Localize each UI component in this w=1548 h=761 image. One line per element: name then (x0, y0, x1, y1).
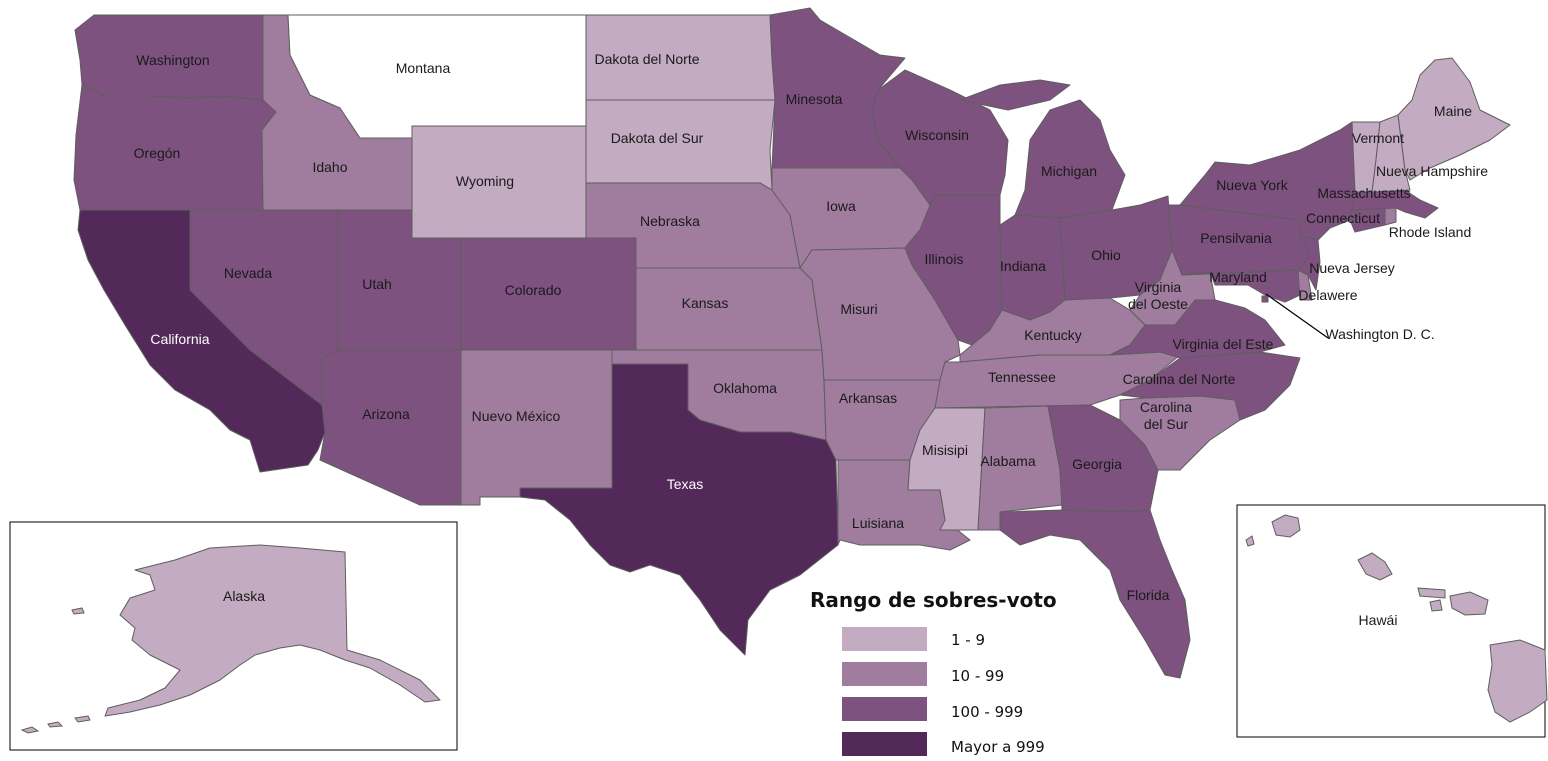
state-label-minnesota: Minesota (786, 91, 843, 107)
state-label-maryland: Maryland (1209, 269, 1267, 285)
state-label-line: del Sur (1144, 416, 1189, 432)
legend-label-3: 100 - 999 (951, 703, 1023, 721)
state-georgia[interactable] (1047, 404, 1159, 513)
alaska-island (74, 715, 91, 723)
hawaii-island-molokai (1417, 587, 1446, 599)
state-arizona[interactable] (319, 349, 462, 506)
state-label-north-carolina: Carolina del Norte (1123, 371, 1236, 387)
state-label-south-dakota: Dakota del Sur (611, 130, 704, 146)
state-label-montana: Montana (396, 60, 451, 76)
state-label-oregon: Oregón (134, 145, 181, 161)
state-label-north-dakota: Dakota del Norte (594, 51, 699, 67)
dc-leader-line (1265, 293, 1329, 339)
state-label-nevada: Nevada (224, 265, 272, 281)
legend-swatch-4 (842, 732, 927, 756)
state-label-nebraska: Nebraska (640, 213, 700, 229)
hawaii-island-maui (1449, 591, 1489, 616)
state-label-new-york: Nueva York (1216, 177, 1289, 193)
state-kansas[interactable] (635, 267, 823, 351)
state-label-louisiana: Luisiana (852, 515, 904, 531)
state-texas[interactable] (519, 363, 839, 656)
state-dc[interactable] (1261, 295, 1269, 303)
state-label-maine: Maine (1434, 103, 1472, 119)
state-florida[interactable] (999, 509, 1191, 679)
state-alaska[interactable] (104, 544, 441, 717)
state-label-kentucky: Kentucky (1024, 327, 1082, 343)
state-label-washington: Washington (136, 52, 209, 68)
alaska-island (71, 607, 85, 615)
state-label-mississippi: Misisipi (922, 442, 968, 458)
state-label-hawaii: Hawái (1359, 612, 1398, 628)
state-label-michigan: Michigan (1041, 163, 1097, 179)
legend-swatch-2 (842, 662, 927, 686)
state-maine[interactable] (1397, 57, 1511, 181)
legend-label-4: Mayor a 999 (951, 738, 1045, 756)
legend-swatch-3 (842, 697, 927, 721)
state-tennessee[interactable] (934, 351, 1181, 409)
state-label-wyoming: Wyoming (456, 173, 514, 189)
state-new-mexico[interactable] (460, 349, 613, 506)
state-label-line: Carolina (1140, 399, 1192, 415)
state-label-illinois: Illinois (925, 251, 964, 267)
legend-swatch-1 (842, 627, 927, 651)
state-label-utah: Utah (362, 276, 392, 292)
state-label-kansas: Kansas (682, 295, 729, 311)
legend: Rango de sobres-voto 1 - 9 10 - 99 100 -… (810, 588, 1057, 756)
state-label-line: del Oeste (1128, 296, 1188, 312)
state-label-texas: Texas (667, 476, 704, 492)
state-label-arizona: Arizona (362, 406, 410, 422)
alaska-inset-frame (9, 521, 458, 751)
state-rhode-island[interactable] (1384, 207, 1397, 226)
state-label-oklahoma: Oklahoma (713, 380, 777, 396)
state-label-massachusetts: Massachusetts (1317, 185, 1410, 201)
state-label-florida: Florida (1127, 587, 1170, 603)
legend-label-1: 1 - 9 (951, 631, 985, 649)
state-label-california: California (150, 331, 209, 347)
state-label-dc: Washington D. C. (1325, 326, 1434, 342)
state-label-rhode-island: Rhode Island (1389, 224, 1472, 240)
alaska-island (47, 721, 64, 728)
state-label-tennessee: Tennessee (988, 369, 1056, 385)
state-label-connecticut: Connecticut (1306, 210, 1380, 226)
state-label-new-hampshire: Nueva Hampshire (1376, 163, 1488, 179)
hawaii-island-lanai (1429, 599, 1443, 612)
state-label-new-jersey: Nueva Jersey (1309, 260, 1395, 276)
state-label-georgia: Georgia (1072, 456, 1122, 472)
state-west-virginia[interactable] (1129, 249, 1216, 326)
state-new-jersey[interactable] (1297, 234, 1321, 291)
state-label-iowa: Iowa (826, 198, 856, 214)
legend-title: Rango de sobres-voto (810, 588, 1057, 612)
hawaii-island-west (1245, 535, 1255, 547)
state-label-wisconsin: Wisconsin (905, 127, 969, 143)
state-label-idaho: Idaho (312, 159, 347, 175)
state-label-line: Virginia (1135, 279, 1182, 295)
state-label-arkansas: Arkansas (839, 390, 897, 406)
state-label-virginia: Virginia del Este (1173, 336, 1274, 352)
state-label-delaware: Delawere (1298, 287, 1357, 303)
state-label-alaska: Alaska (223, 588, 265, 604)
state-north-carolina[interactable] (1119, 351, 1301, 421)
alaska-island (20, 726, 40, 734)
state-label-vermont: Vermont (1352, 130, 1404, 146)
legend-label-2: 10 - 99 (951, 667, 1004, 685)
state-label-alabama: Alabama (980, 453, 1035, 469)
state-label-indiana: Indiana (1000, 258, 1046, 274)
state-massachusetts[interactable] (1351, 189, 1439, 219)
state-label-colorado: Colorado (505, 282, 562, 298)
hawaii-island-oahu (1357, 552, 1393, 581)
hawaii-inset-frame (1236, 504, 1546, 738)
state-label-new-mexico: Nuevo México (472, 408, 561, 424)
hawaii-island-niihau-kauai (1271, 514, 1301, 538)
hawaii-island-big-island (1487, 639, 1548, 723)
state-label-missouri: Misuri (840, 301, 877, 317)
state-label-pennsylvania: Pensilvania (1200, 230, 1272, 246)
state-label-ohio: Ohio (1091, 247, 1121, 263)
